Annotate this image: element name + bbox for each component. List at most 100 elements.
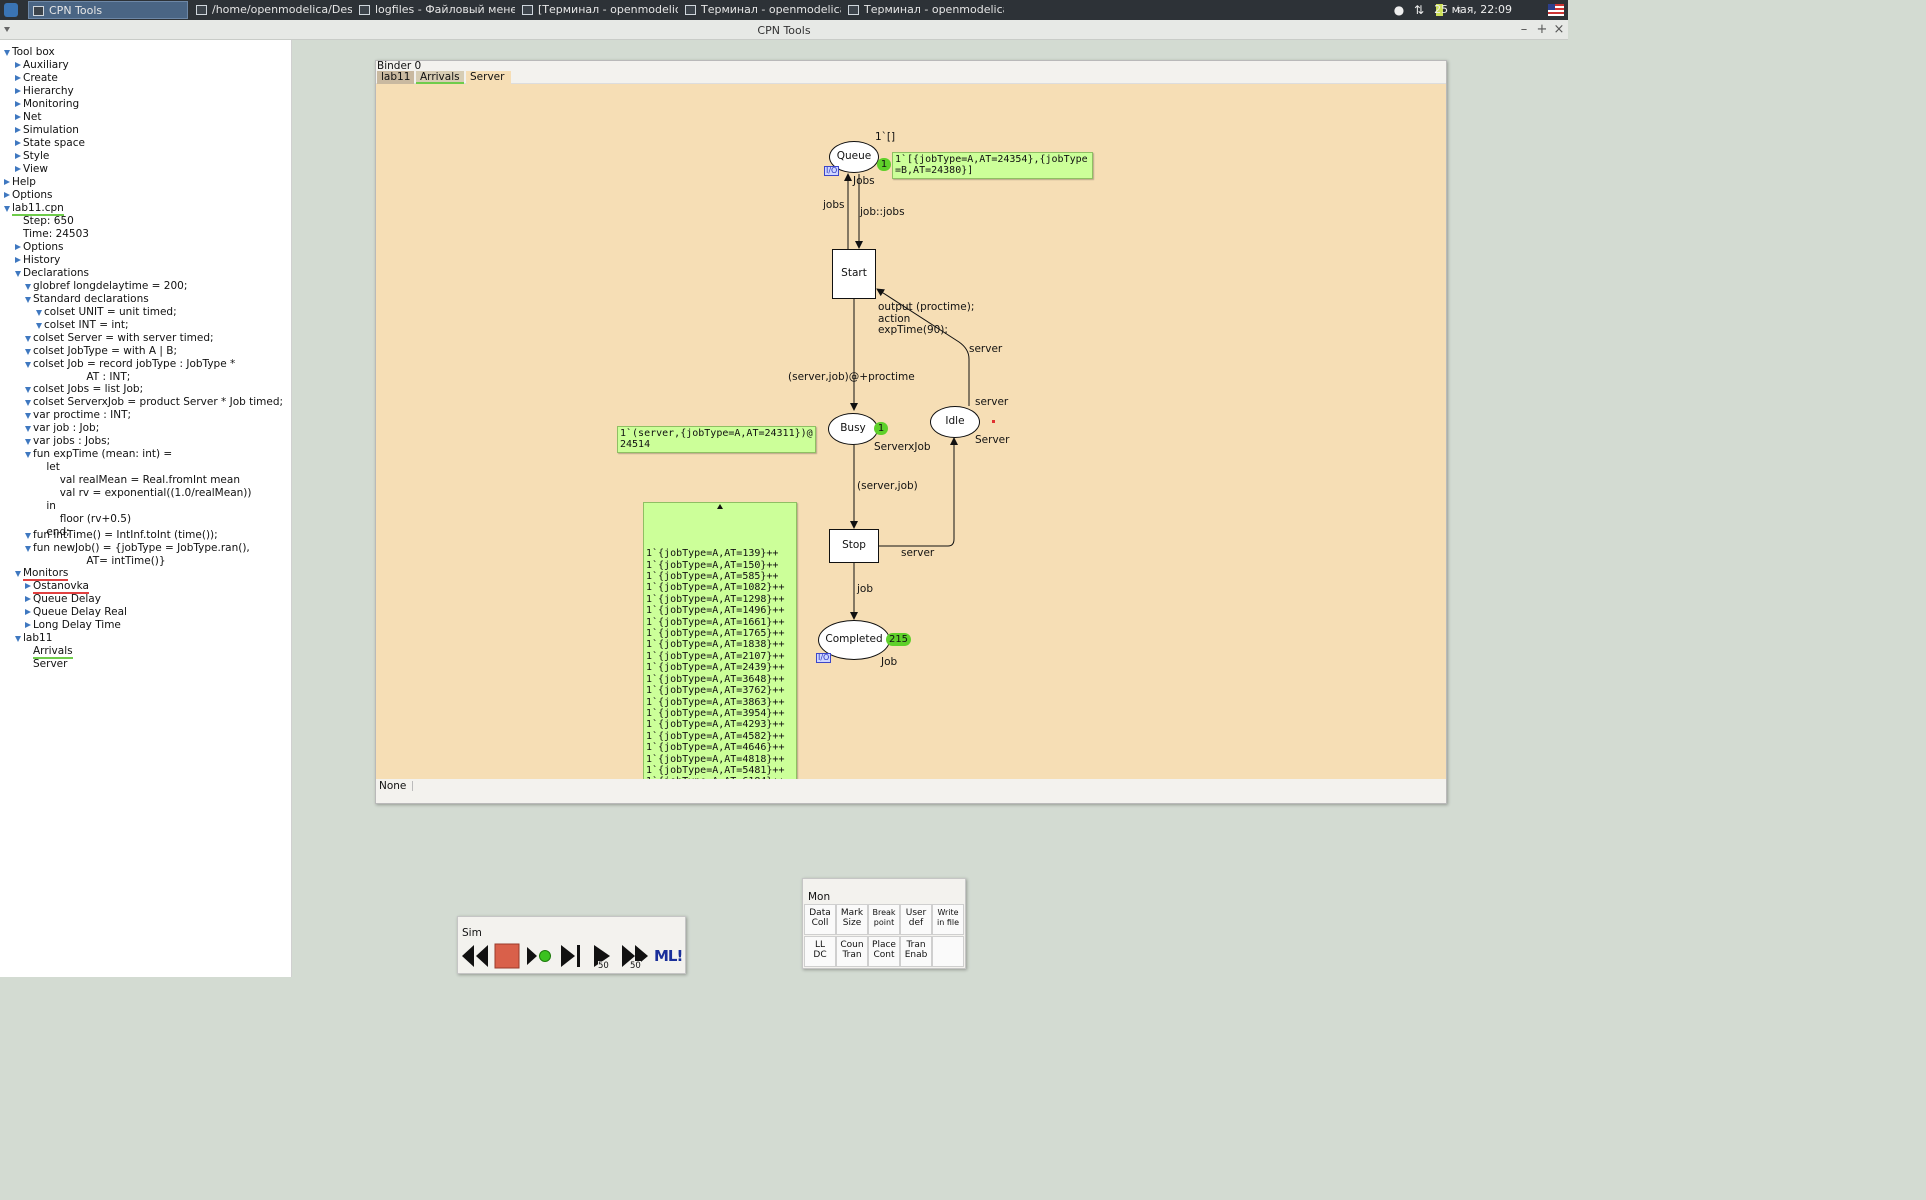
decl-colset-job[interactable]: colset Job = record jobType : JobType * …: [33, 358, 236, 383]
expand-arrow-icon[interactable]: [25, 400, 31, 406]
ml-icon[interactable]: ML!: [654, 947, 683, 965]
queue-initial-marking[interactable]: 1`[]: [875, 131, 896, 143]
queue-marking[interactable]: 1`[{jobType=A,AT=24354},{jobType =B,AT=2…: [892, 152, 1093, 179]
taskbar-item-terminal-2[interactable]: Терминал - openmodelica@...: [681, 1, 841, 19]
expand-arrow-icon[interactable]: [15, 127, 21, 133]
transition-stop[interactable]: Stop: [829, 529, 879, 563]
decl-colset-serverxjob[interactable]: colset ServerxJob = product Server * Job…: [33, 396, 284, 408]
expand-arrow-icon[interactable]: [4, 192, 10, 198]
monitor-ostanovka[interactable]: Ostanovka: [33, 580, 89, 594]
expand-arrow-icon[interactable]: [25, 426, 31, 432]
expand-arrow-icon[interactable]: [25, 362, 31, 368]
toolbox-hierarchy[interactable]: Hierarchy: [23, 85, 74, 97]
expand-arrow-icon[interactable]: [15, 166, 21, 172]
expand-arrow-icon[interactable]: [4, 206, 10, 212]
place-idle[interactable]: Idle: [930, 406, 980, 438]
rewind-icon[interactable]: [460, 941, 490, 971]
net-canvas[interactable]: Queue 1`[] 1 1`[{jobType=A,AT=24354},{jo…: [376, 84, 1446, 779]
expand-arrow-icon[interactable]: [25, 609, 31, 615]
notification-bell-icon[interactable]: ●: [1393, 3, 1405, 17]
window-menu-icon[interactable]: [4, 27, 10, 32]
expand-arrow-icon[interactable]: [25, 349, 31, 355]
decl-fun-newjob[interactable]: fun newJob() = {jobType = JobType.ran(),…: [33, 542, 250, 567]
play-50-icon[interactable]: 50: [588, 941, 618, 971]
minimize-icon[interactable]: –: [1520, 22, 1528, 37]
expand-arrow-icon[interactable]: [15, 153, 21, 159]
queue-colorset[interactable]: Jobs: [853, 175, 875, 187]
arc-idle-start[interactable]: [876, 288, 970, 406]
marking-size-monitor-button[interactable]: Mark Size: [836, 904, 868, 935]
expand-arrow-icon[interactable]: [15, 88, 21, 94]
expand-arrow-icon[interactable]: [25, 413, 31, 419]
expand-arrow-icon[interactable]: [25, 546, 31, 552]
step-icon[interactable]: [556, 941, 586, 971]
sim-step-readout[interactable]: Step: 650: [23, 215, 74, 227]
expand-arrow-icon[interactable]: [36, 310, 42, 316]
expand-arrow-icon[interactable]: [25, 533, 31, 539]
expand-arrow-icon[interactable]: [4, 50, 10, 56]
expand-arrow-icon[interactable]: [25, 622, 31, 628]
taskbar-item-terminal-1[interactable]: [Терминал - openmodelica...: [518, 1, 678, 19]
network-icon[interactable]: ⇅: [1413, 3, 1425, 17]
decl-var-proctime[interactable]: var proctime : INT;: [33, 409, 132, 421]
decl-var-jobs[interactable]: var jobs : Jobs;: [33, 435, 111, 447]
tab-lab11[interactable]: lab11: [377, 71, 415, 84]
decl-fun-exptime[interactable]: fun expTime (mean: int) = let val realMe…: [33, 448, 252, 538]
net-file-item[interactable]: lab11.cpn: [12, 202, 64, 216]
idle-colorset[interactable]: Server: [975, 434, 1010, 446]
taskbar-item-file-manager[interactable]: logfiles - Файловый менед...: [355, 1, 515, 19]
expand-arrow-icon[interactable]: [15, 636, 21, 642]
decl-standard[interactable]: Standard declarations: [33, 293, 149, 305]
fast-forward-50-icon[interactable]: 50: [620, 941, 650, 971]
expand-arrow-icon[interactable]: [15, 101, 21, 107]
expand-arrow-icon[interactable]: [36, 323, 42, 329]
expand-arrow-icon[interactable]: [25, 583, 31, 589]
expand-arrow-icon[interactable]: [15, 140, 21, 146]
expand-arrow-icon[interactable]: [15, 257, 21, 263]
arc-label-start-busy[interactable]: (server,job)@+proctime: [788, 371, 915, 383]
taskbar-item-cpn-tools[interactable]: CPN Tools: [28, 1, 188, 19]
count-transition-monitor-button[interactable]: Coun Tran: [836, 936, 868, 967]
page-arrivals[interactable]: Arrivals: [33, 645, 73, 659]
decl-colset-int[interactable]: colset INT = int;: [44, 319, 129, 331]
expand-arrow-icon[interactable]: [25, 336, 31, 342]
expand-arrow-icon[interactable]: [25, 452, 31, 458]
monitor-queue-delay-real[interactable]: Queue Delay Real: [33, 606, 127, 618]
queue-token-count[interactable]: 1: [877, 158, 891, 171]
expand-arrow-icon[interactable]: [15, 114, 21, 120]
toolbox-view[interactable]: View: [23, 163, 48, 175]
write-in-file-monitor-button[interactable]: Write in file: [932, 904, 964, 935]
monitor-long-delay-time[interactable]: Long Delay Time: [33, 619, 121, 631]
play-single-icon[interactable]: [524, 941, 554, 971]
toolbox-root[interactable]: Tool box: [12, 46, 55, 58]
mon-palette[interactable]: Mon Data Coll Mark Size Break point User…: [802, 878, 966, 969]
decl-colset-jobtype[interactable]: colset JobType = with A | B;: [33, 345, 178, 357]
battery-icon[interactable]: [1432, 2, 1446, 18]
user-defined-monitor-button[interactable]: User def: [900, 904, 932, 935]
scroll-up-icon[interactable]: [717, 504, 723, 509]
arc-label-job-jobs[interactable]: job::jobs: [860, 206, 905, 218]
completed-marking[interactable]: 1`{jobType=A,AT=139}++1`{jobType=A,AT=15…: [643, 502, 797, 779]
clock[interactable]: 25 мая, 22:09: [1434, 3, 1512, 16]
tab-server[interactable]: Server: [466, 71, 511, 84]
net-options-item[interactable]: Options: [23, 241, 64, 253]
arc-label-stop-idle[interactable]: server: [901, 547, 935, 559]
place-busy[interactable]: Busy: [828, 413, 878, 445]
expand-arrow-icon[interactable]: [15, 244, 21, 250]
sim-time-readout[interactable]: Time: 24503: [23, 228, 89, 240]
decl-globref[interactable]: globref longdelaytime = 200;: [33, 280, 188, 292]
arc-label-stop-completed[interactable]: job: [857, 583, 874, 595]
busy-marking[interactable]: 1`(server,{jobType=A,AT=24311})@ 24514: [617, 426, 816, 453]
expand-arrow-icon[interactable]: [25, 596, 31, 602]
volume-icon[interactable]: ♮: [1456, 3, 1462, 17]
arc-label-idle-start[interactable]: server: [969, 343, 1003, 355]
decl-var-job[interactable]: var job : Job;: [33, 422, 100, 434]
busy-colorset[interactable]: ServerxJob: [874, 441, 931, 453]
expand-arrow-icon[interactable]: [25, 297, 31, 303]
close-icon[interactable]: ×: [1553, 22, 1565, 37]
transition-enabled-monitor-button[interactable]: Tran Enab: [900, 936, 932, 967]
expand-arrow-icon[interactable]: [25, 439, 31, 445]
list-length-dc-monitor-button[interactable]: LL DC: [804, 936, 836, 967]
monitors-item[interactable]: Monitors: [23, 567, 69, 581]
expand-arrow-icon[interactable]: [4, 179, 10, 185]
